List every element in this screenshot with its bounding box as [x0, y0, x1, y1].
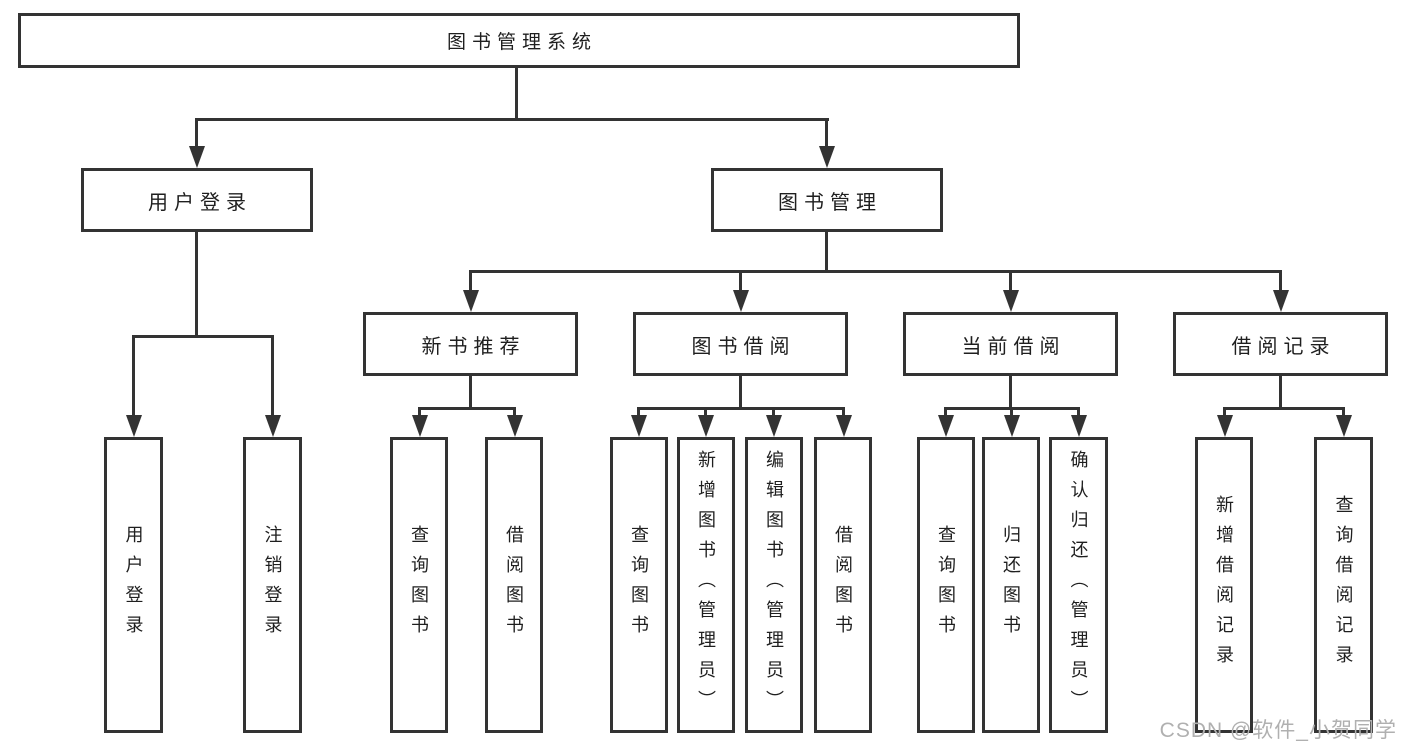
connector [515, 68, 518, 119]
node-leaf-add-borrow-record: 新增借阅记录 [1195, 437, 1253, 733]
node-leaf-query-books-current: 查询图书 [917, 437, 975, 733]
node-leaf-add-book-admin: 新增图书（管理员） [677, 437, 735, 733]
node-book-borrowing: 图书借阅 [633, 312, 848, 376]
arrow-down-icon [766, 415, 782, 437]
arrow-down-icon [1336, 415, 1352, 437]
node-user-login: 用户登录 [81, 168, 313, 232]
csdn-watermark: CSDN @软件_小贺同学 [1159, 719, 1397, 742]
node-leaf-confirm-return-admin: 确认归还（管理员） [1049, 437, 1108, 733]
arrow-down-icon [1004, 415, 1020, 437]
node-leaf-user-login: 用户登录 [104, 437, 163, 733]
connector [1223, 407, 1226, 419]
connector [195, 232, 198, 338]
arrow-down-icon [698, 415, 714, 437]
node-leaf-return-book: 归还图书 [982, 437, 1040, 733]
node-leaf-edit-book-admin: 编辑图书（管理员） [745, 437, 803, 733]
node-label: 借阅图书 [504, 525, 524, 645]
connector [1009, 376, 1012, 410]
connector [739, 270, 742, 294]
arrow-down-icon [412, 415, 428, 437]
arrow-down-icon [1273, 290, 1289, 312]
connector [132, 335, 135, 419]
connector [469, 270, 472, 294]
arrow-down-icon [265, 415, 281, 437]
connector [1223, 407, 1345, 410]
connector [637, 407, 845, 410]
connector [469, 376, 472, 410]
node-label: 图书借阅 [691, 335, 796, 358]
arrow-down-icon [733, 290, 749, 312]
connector [1279, 270, 1282, 294]
node-label: 编辑图书（管理员） [764, 450, 784, 720]
node-label: 新增图书（管理员） [696, 450, 716, 720]
connector [271, 335, 274, 419]
connector [704, 407, 707, 419]
connector [772, 407, 775, 419]
node-label: 新书推荐 [421, 335, 526, 358]
node-leaf-logout: 注销登录 [243, 437, 302, 733]
arrow-down-icon [631, 415, 647, 437]
node-leaf-query-borrow-record: 查询借阅记录 [1314, 437, 1373, 733]
connector [1010, 407, 1013, 419]
node-library-management-system: 图书管理系统 [18, 13, 1020, 68]
connector [637, 407, 640, 419]
arrow-down-icon [1217, 415, 1233, 437]
connector [944, 407, 947, 419]
node-leaf-borrow-books: 借阅图书 [814, 437, 872, 733]
node-label: 查询图书 [409, 525, 429, 645]
node-label: 当前借阅 [961, 335, 1066, 358]
node-new-book-recommendation: 新书推荐 [363, 312, 578, 376]
node-label: 用户登录 [148, 191, 252, 214]
arrow-down-icon [126, 415, 142, 437]
node-label: 注销登录 [262, 525, 283, 645]
node-label: 用户登录 [123, 525, 144, 645]
connector [132, 335, 274, 338]
node-leaf-borrow-books-recommend: 借阅图书 [485, 437, 543, 733]
connector [1279, 376, 1282, 410]
arrow-down-icon [1071, 415, 1087, 437]
node-label: 查询图书 [629, 525, 649, 645]
connector [469, 270, 1282, 273]
node-label: 图书管理 [778, 191, 882, 214]
node-label: 查询借阅记录 [1333, 495, 1354, 675]
node-leaf-query-books-borrow: 查询图书 [610, 437, 668, 733]
arrow-down-icon [507, 415, 523, 437]
arrow-down-icon [836, 415, 852, 437]
arrow-down-icon [1003, 290, 1019, 312]
node-label: 查询图书 [936, 525, 956, 645]
node-label: 确认归还（管理员） [1068, 450, 1089, 720]
connector [825, 118, 828, 150]
node-label: 借阅图书 [833, 525, 853, 645]
connector [195, 118, 198, 150]
connector [418, 407, 421, 419]
connector [513, 407, 516, 419]
node-label: 归还图书 [1001, 525, 1021, 645]
node-leaf-query-books-recommend: 查询图书 [390, 437, 448, 733]
arrow-down-icon [463, 290, 479, 312]
connector [842, 407, 845, 419]
node-borrowing-records: 借阅记录 [1173, 312, 1388, 376]
connector [739, 376, 742, 410]
connector [1342, 407, 1345, 419]
node-current-borrowing: 当前借阅 [903, 312, 1118, 376]
connector [196, 118, 829, 121]
connector [1009, 270, 1012, 294]
connector [1077, 407, 1080, 419]
node-label: 图书管理系统 [446, 32, 597, 53]
node-book-management: 图书管理 [711, 168, 943, 232]
node-label: 借阅记录 [1231, 335, 1336, 358]
connector [825, 232, 828, 273]
connector [418, 407, 516, 410]
arrow-down-icon [189, 146, 205, 168]
node-label: 新增借阅记录 [1214, 495, 1234, 675]
arrow-down-icon [938, 415, 954, 437]
arrow-down-icon [819, 146, 835, 168]
